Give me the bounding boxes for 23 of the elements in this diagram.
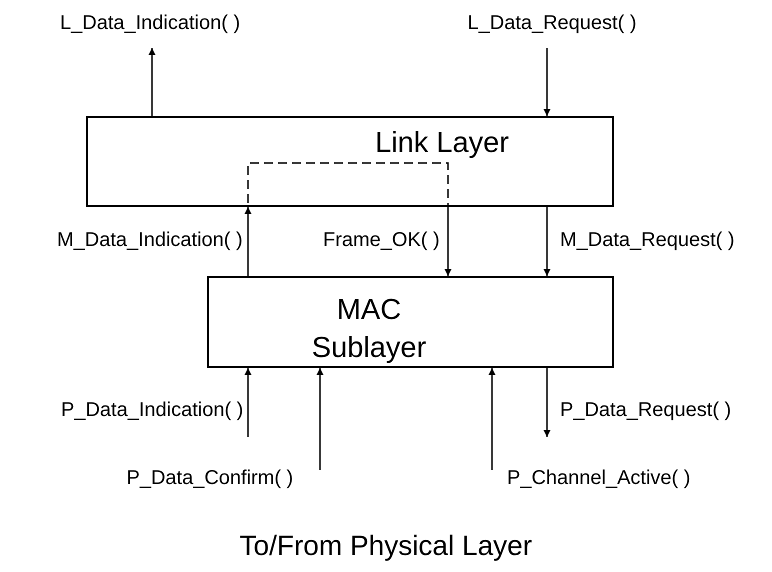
arrow: [244, 207, 252, 276]
layer-name: Link Layer: [374, 126, 510, 161]
edge-label: L_Data_Request( ): [468, 12, 636, 34]
edge-label: L_Data_Indication( ): [60, 12, 240, 34]
arrow: [244, 368, 252, 437]
arrow: [488, 368, 496, 470]
edge-label: P_Data_Indication( ): [61, 399, 244, 421]
layer-name: MAC Sublayer: [310, 293, 428, 366]
arrow: [148, 48, 156, 116]
edge-label: M_Data_Request( ): [560, 229, 735, 251]
edge-label: P_Data_Confirm( ): [126, 467, 294, 489]
edge-label: Frame_OK( ): [323, 229, 440, 251]
edge-label: P_Channel_Active( ): [507, 467, 690, 489]
layer-box: [207, 276, 614, 368]
arrow: [544, 207, 550, 276]
caption-text: To/From Physical Layer: [240, 530, 532, 562]
layer-box: [86, 116, 614, 207]
arrow: [544, 48, 550, 116]
edge-label: P_Data_Request( ): [560, 399, 732, 421]
edge-label: M_Data_Indication( ): [57, 229, 243, 251]
arrow: [316, 368, 324, 470]
arrow: [444, 207, 452, 276]
arrow: [544, 368, 550, 437]
